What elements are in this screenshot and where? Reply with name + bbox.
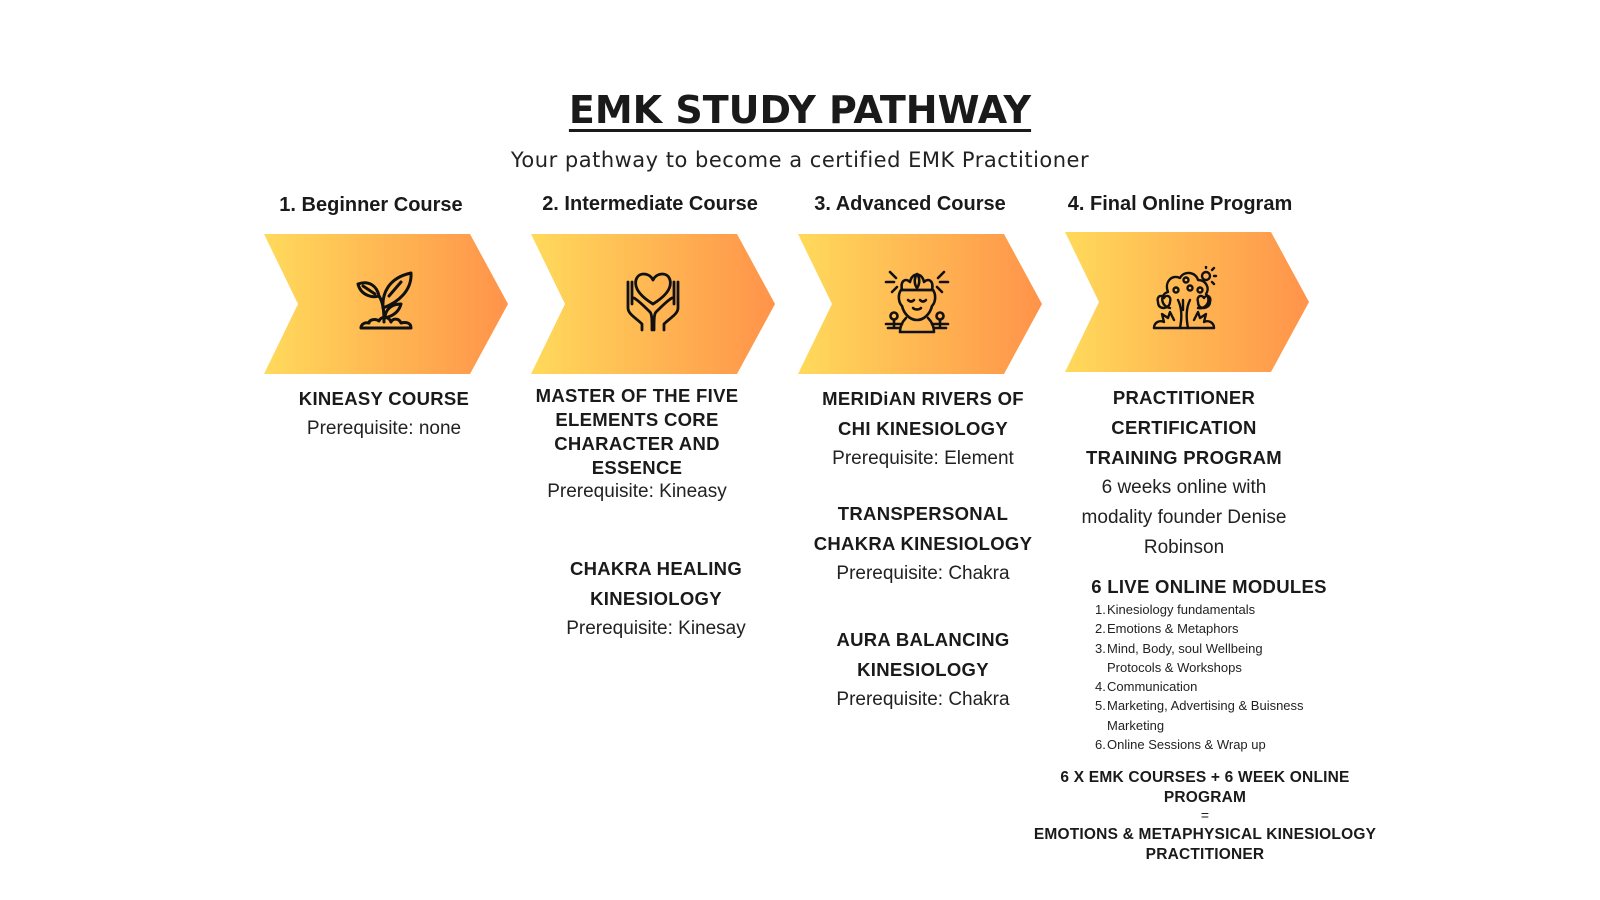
module-item: 4.Communication — [1095, 677, 1355, 696]
course-title-line: ESSENCE — [591, 457, 683, 478]
module-text: Online Sessions & Wrap up — [1107, 737, 1266, 753]
sprout-icon — [355, 270, 417, 332]
module-item: 1.Kinesiology fundamentals — [1095, 600, 1355, 619]
stage-3-chevron — [798, 234, 1042, 374]
stage-2-course-2: CHAKRA HEALING KINESIOLOGY Prerequisite:… — [546, 554, 766, 644]
course-title-line: CHARACTER AND — [554, 433, 720, 454]
stage-4-label: 4. Final Online Program — [1067, 193, 1293, 215]
course-title-line: TRANSPERSONAL — [837, 503, 1009, 524]
course-title-line: CHAKRA HEALING — [569, 558, 743, 579]
stage-2-course-1: MASTER OF THE FIVE ELEMENTS CORE CHARACT… — [517, 384, 757, 504]
modules-list: 1.Kinesiology fundamentals 2.Emotions & … — [1095, 600, 1355, 754]
page-title-text: EMK STUDY PATHWAY — [568, 88, 1032, 132]
module-item: 6.Online Sessions & Wrap up — [1095, 735, 1355, 754]
module-number: 1. — [1095, 602, 1106, 617]
stage-1-courses: KINEASY COURSE Prerequisite: none — [274, 384, 494, 444]
equation-line: 6 X EMK COURSES + 6 WEEK ONLINE — [1060, 769, 1350, 786]
stage-2-label: 2. Intermediate Course — [542, 193, 758, 215]
course-title: KINEASY COURSE — [298, 388, 470, 409]
stage-3-course-1: MERIDiAN RIVERS OF CHI KINESIOLOGY Prere… — [808, 384, 1038, 474]
course-title-line: MERIDiAN RIVERS OF — [822, 388, 1024, 409]
course-title-line: CHAKRA KINESIOLOGY — [813, 533, 1033, 554]
program-description-line: 6 weeks online with — [1101, 477, 1267, 498]
module-text: Mind, Body, soul Wellbeing — [1107, 640, 1263, 656]
course-title-line: ELEMENTS CORE — [555, 409, 719, 430]
course-prerequisite: Prerequisite: Chakra — [836, 689, 1010, 710]
page-subtitle: Your pathway to become a certified EMK P… — [510, 148, 1090, 172]
result-line: EMOTIONS & METAPHYSICAL KINESIOLOGY — [1033, 826, 1377, 843]
stage-3-course-3: AURA BALANCING KINESIOLOGY Prerequisite:… — [808, 625, 1038, 715]
course-prerequisite: Prerequisite: Chakra — [836, 563, 1010, 584]
module-text: Marketing, Advertising & Buisness — [1107, 698, 1304, 714]
program-description-line: Robinson — [1143, 537, 1225, 558]
module-text: Emotions & Metaphors — [1107, 621, 1239, 637]
program-title-line: CERTIFICATION — [1111, 417, 1257, 438]
module-text: Communication — [1107, 679, 1198, 695]
course-title-line: KINESIOLOGY — [857, 659, 989, 680]
module-text: Protocols & Workshops — [1107, 659, 1242, 675]
stage-4-chevron — [1065, 232, 1309, 372]
stage-3-course-2: TRANSPERSONAL CHAKRA KINESIOLOGY Prerequ… — [808, 499, 1038, 589]
module-number: 4. — [1095, 679, 1106, 695]
module-number: 6. — [1095, 737, 1106, 753]
module-number: 2. — [1095, 621, 1106, 637]
result-line: PRACTITIONER — [1145, 845, 1265, 863]
course-prerequisite: Prerequisite: Kinesay — [566, 618, 746, 639]
module-text: Kinesiology fundamentals — [1107, 602, 1256, 617]
module-item: 2.Emotions & Metaphors — [1095, 619, 1355, 638]
page-title: EMK STUDY PATHWAY — [0, 88, 1600, 132]
meditation-head-icon — [884, 268, 950, 334]
course-prerequisite: Prerequisite: none — [306, 418, 462, 439]
course-title-line: CHI KINESIOLOGY — [838, 418, 1008, 439]
equals-sign: = — [1200, 807, 1210, 823]
summary-equation: 6 X EMK COURSES + 6 WEEK ONLINE PROGRAM … — [1005, 768, 1405, 864]
modules-heading: 6 LIVE ONLINE MODULES — [1091, 576, 1327, 597]
course-prerequisite: Prerequisite: Kineasy — [547, 481, 727, 502]
module-text: Marketing — [1107, 717, 1165, 733]
course-prerequisite: Prerequisite: Element — [832, 448, 1014, 469]
course-title-line: AURA BALANCING — [836, 629, 1010, 650]
stage-1-label: 1. Beginner Course — [279, 194, 463, 216]
module-number: 5. — [1095, 698, 1106, 714]
program-title-line: PRACTITIONER — [1112, 387, 1256, 408]
course-title-line: KINESIOLOGY — [590, 588, 722, 609]
program-description-line: modality founder Denise — [1081, 507, 1287, 528]
equation-line: PROGRAM — [1163, 788, 1247, 806]
program-title-line: TRAINING PROGRAM — [1086, 447, 1282, 468]
module-number: 3. — [1095, 640, 1106, 656]
stage-1-chevron — [264, 234, 508, 374]
stage-3-label: 3. Advanced Course — [814, 193, 1006, 215]
tree-icon — [1150, 264, 1218, 334]
heart-hands-icon — [622, 270, 684, 332]
stage-4-program: PRACTITIONER CERTIFICATION TRAINING PROG… — [1064, 383, 1304, 563]
course-title-line: MASTER OF THE FIVE — [535, 385, 739, 406]
